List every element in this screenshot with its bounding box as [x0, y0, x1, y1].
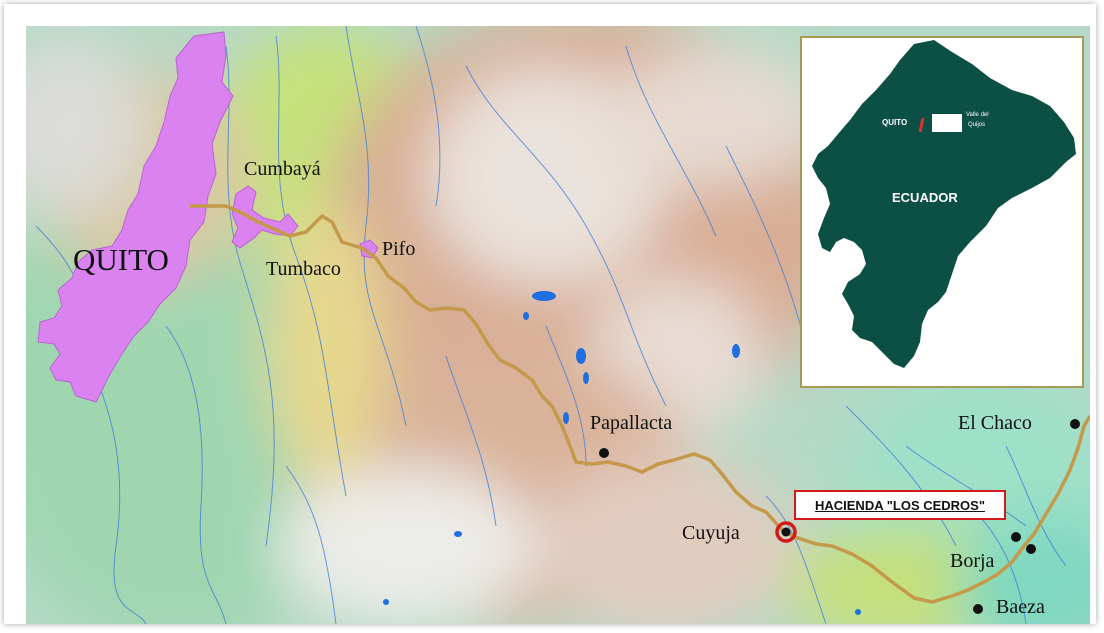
el-chaco-marker — [1070, 419, 1080, 429]
el-chaco-label: El Chaco — [958, 412, 1032, 434]
inset-valley-label-line2: Quijos — [968, 122, 986, 128]
ecuador-country-shape — [812, 40, 1076, 368]
cuyuja-label: Cuyuja — [682, 522, 740, 544]
hacienda-los-cedros-label: HACIENDA "LOS CEDROS" — [794, 490, 1006, 520]
pifo-label: Pifo — [382, 238, 416, 260]
papallacta-label: Papallacta — [590, 412, 673, 434]
hacienda-highlight-ring — [775, 521, 797, 543]
ecuador-shape-svg — [812, 40, 1076, 368]
ecuador-inset-map: QUITO Valle del Quijos ECUADOR — [800, 36, 1084, 388]
hacienda-marker — [781, 527, 791, 537]
image-frame: QUITO Cumbayá Tumbaco Pifo Papallacta Cu… — [4, 4, 1096, 624]
inset-quito-marker — [918, 117, 925, 133]
papallacta-marker — [599, 448, 609, 458]
inset-ecuador-label: ECUADOR — [892, 190, 958, 205]
quito-urban-area — [37, 31, 234, 403]
borja-marker-a — [1011, 532, 1021, 542]
inset-quito-label: QUITO — [882, 118, 908, 127]
road-route — [190, 204, 1090, 604]
baeza-marker — [973, 604, 983, 614]
pifo-urban-area — [359, 239, 379, 259]
baeza-label: Baeza — [996, 596, 1045, 618]
rivers — [35, 26, 1067, 624]
quito-label: QUITO — [73, 242, 169, 277]
borja-label: Borja — [950, 550, 995, 572]
lakes — [383, 291, 861, 615]
inset-valley-box — [932, 114, 962, 132]
inset-valley-label-line1: Valle del — [966, 112, 989, 118]
cumbaya-label: Cumbayá — [244, 158, 321, 180]
borja-marker-b — [1026, 544, 1036, 554]
tumbaco-label: Tumbaco — [266, 258, 341, 280]
